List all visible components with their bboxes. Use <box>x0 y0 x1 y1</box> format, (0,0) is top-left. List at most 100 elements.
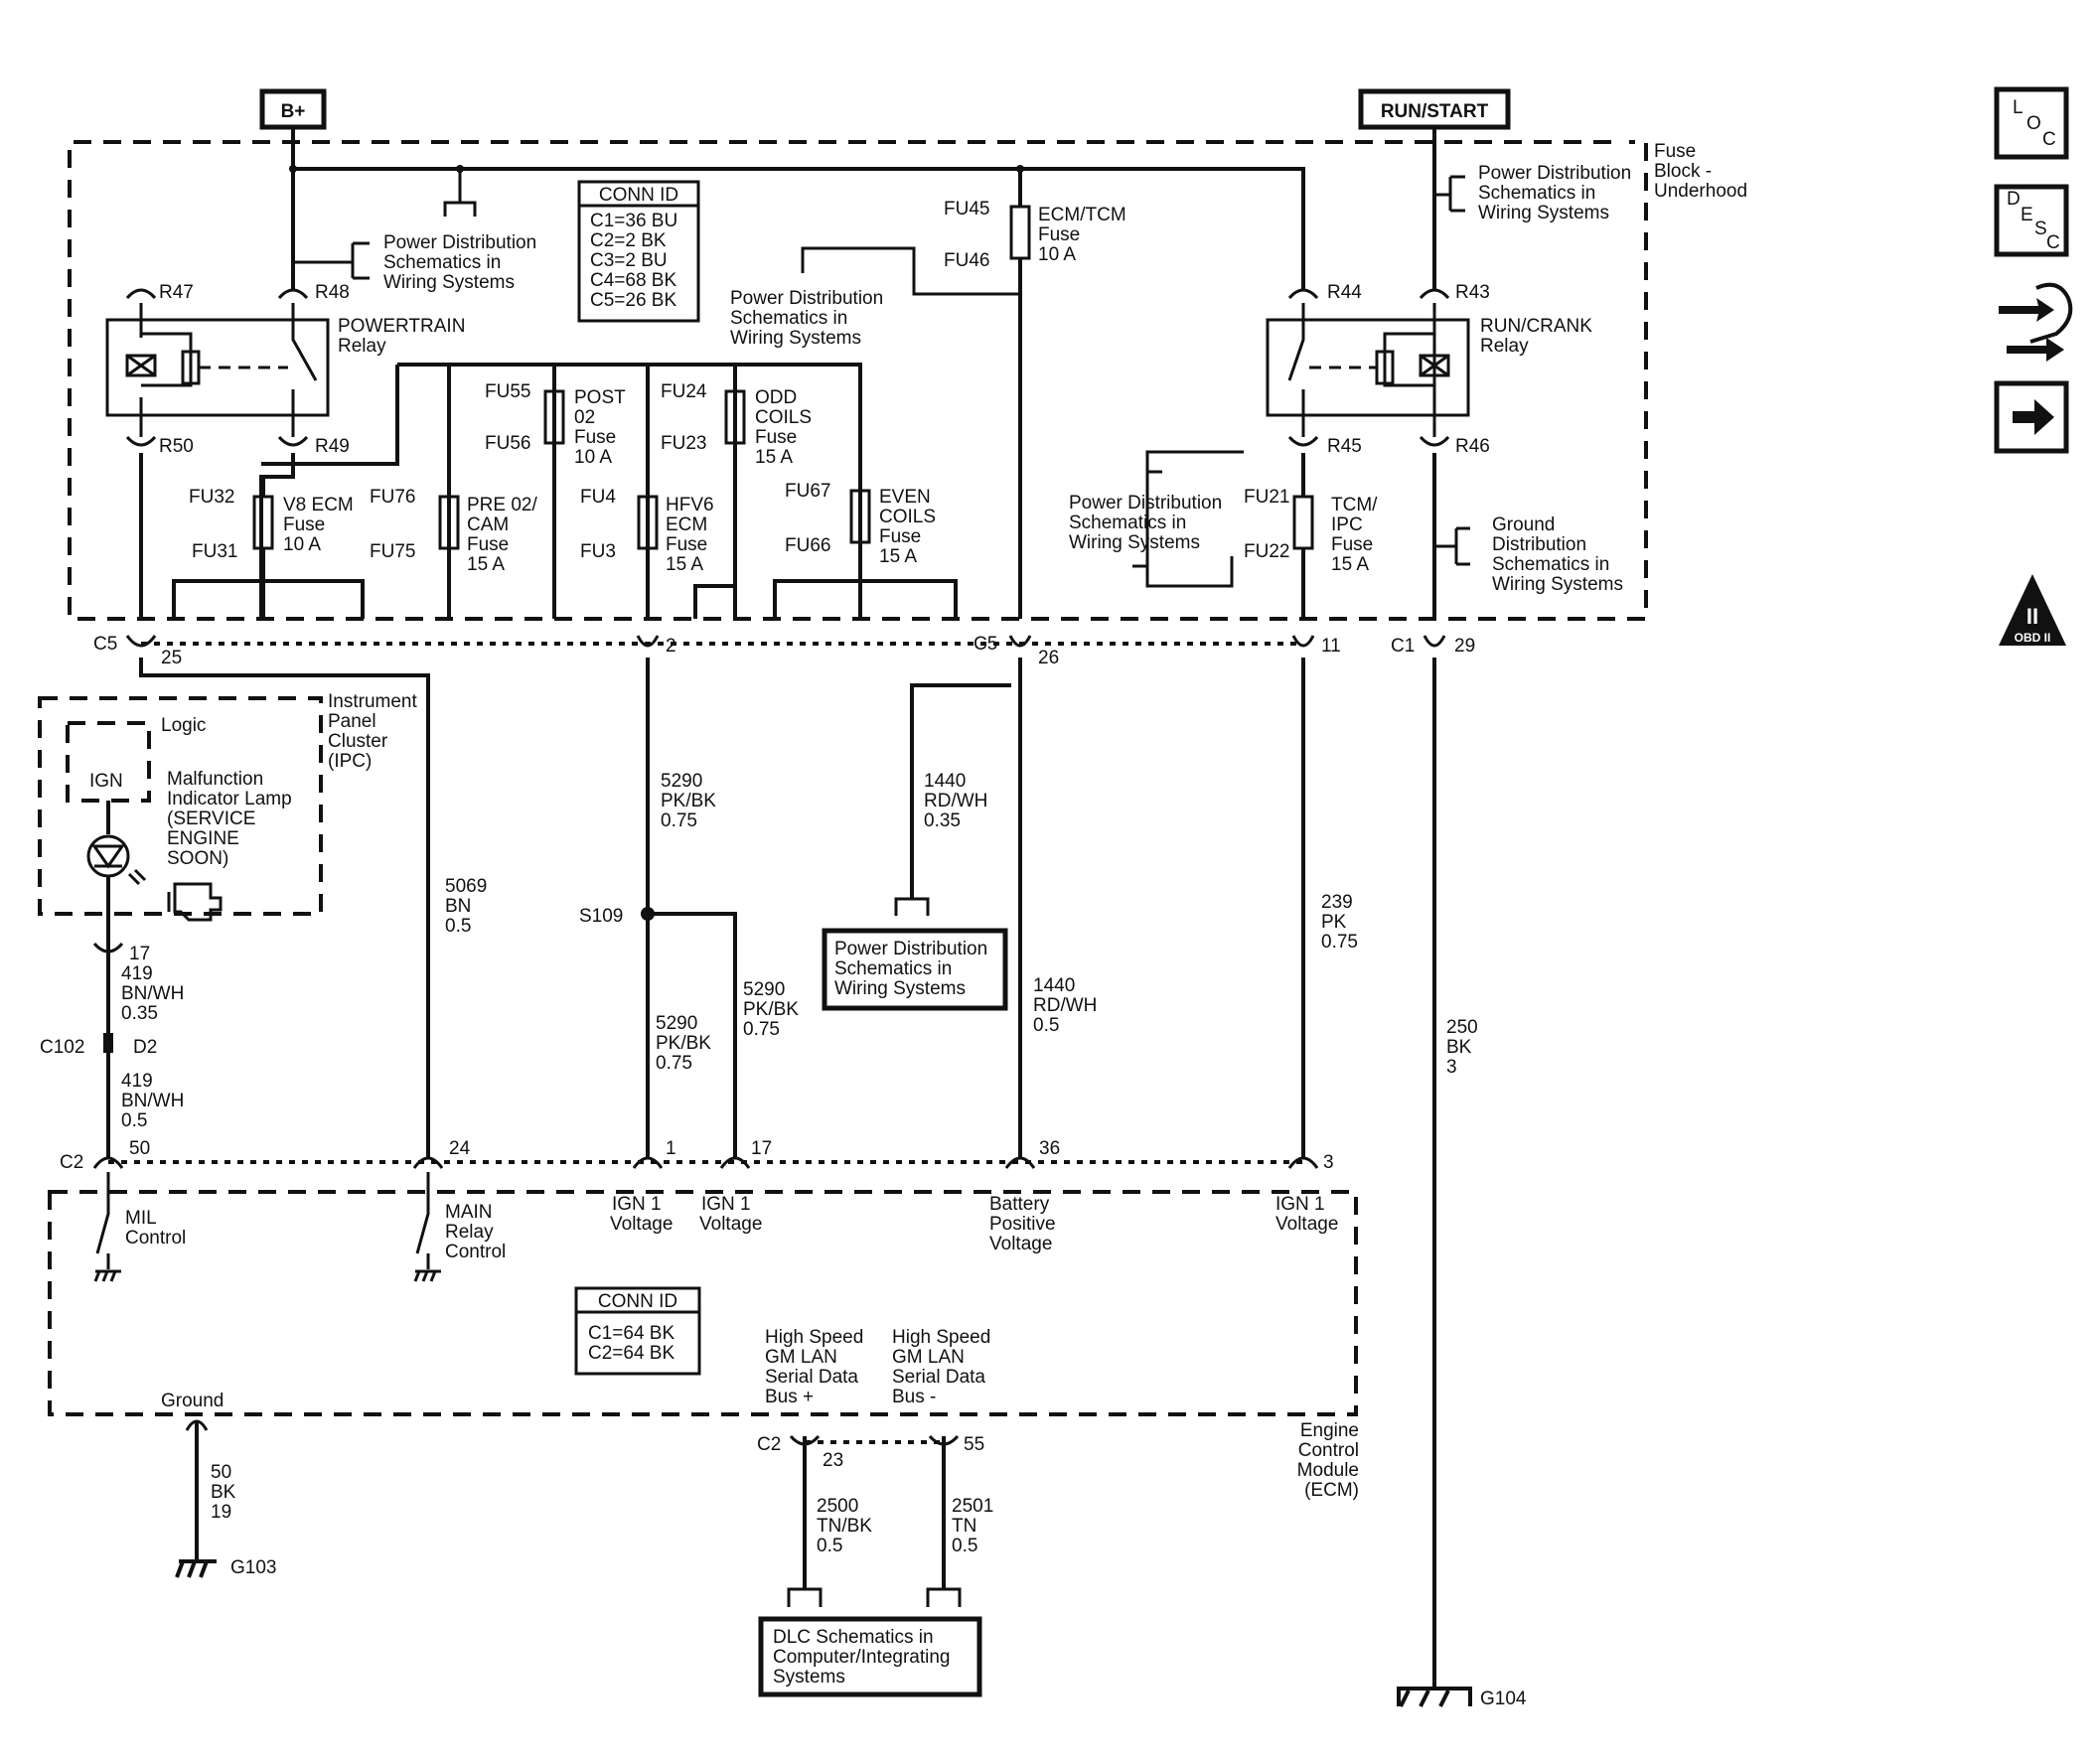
svg-text:COILS: COILS <box>879 507 936 527</box>
svg-text:C5: C5 <box>93 634 117 655</box>
svg-text:D: D <box>2007 189 2021 210</box>
svg-text:Schematics in: Schematics in <box>1478 183 1595 204</box>
svg-text:G103: G103 <box>230 1557 276 1578</box>
svg-text:Voltage: Voltage <box>699 1214 762 1235</box>
svg-text:Wiring Systems: Wiring Systems <box>1069 532 1200 553</box>
obd-ii-icon[interactable]: II OBD II <box>1999 574 2066 646</box>
lan-c2-pins: C2 23 55 <box>757 1434 984 1471</box>
svg-text:Fuse: Fuse <box>879 526 921 547</box>
svg-text:C2: C2 <box>757 1434 781 1455</box>
svg-text:50: 50 <box>129 1138 150 1159</box>
svg-text:10 A: 10 A <box>283 534 321 555</box>
svg-text:High Speed: High Speed <box>892 1327 990 1348</box>
svg-text:PK/BK: PK/BK <box>743 999 799 1020</box>
svg-text:1440: 1440 <box>1033 975 1075 996</box>
svg-text:R49: R49 <box>315 436 350 457</box>
svg-text:02: 02 <box>574 407 595 428</box>
svg-text:V8 ECM: V8 ECM <box>283 495 354 515</box>
svg-text:Schematics in: Schematics in <box>730 308 847 329</box>
svg-text:Voltage: Voltage <box>1275 1214 1338 1235</box>
svg-text:ODD: ODD <box>755 387 797 408</box>
svg-text:C1=36 BU: C1=36 BU <box>590 211 677 231</box>
svg-text:19: 19 <box>211 1502 231 1523</box>
svg-text:Schematics in: Schematics in <box>1492 554 1609 575</box>
fuse-even-coils: FU67 FU66 EVEN COILS Fuse 15 A <box>773 481 958 619</box>
svg-text:RUN/CRANK: RUN/CRANK <box>1480 316 1592 337</box>
svg-text:0.5: 0.5 <box>445 916 471 937</box>
svg-text:BN: BN <box>445 896 471 917</box>
svg-text:R48: R48 <box>315 282 350 303</box>
lan-minus-label: High Speed GM LAN Serial Data Bus - <box>892 1327 990 1407</box>
svg-text:0.35: 0.35 <box>121 1003 158 1024</box>
svg-text:BN/WH: BN/WH <box>121 983 184 1004</box>
svg-text:Underhood: Underhood <box>1654 181 1747 202</box>
splice-s109-label: S109 <box>579 906 623 927</box>
svg-text:Fuse: Fuse <box>1038 224 1080 245</box>
ecm-ground-label: Ground <box>161 1391 224 1411</box>
wire-5069-label: 5069 BN 0.5 <box>445 876 487 937</box>
svg-text:Fuse: Fuse <box>467 534 509 555</box>
svg-text:FU46: FU46 <box>944 250 989 271</box>
svg-text:Fuse: Fuse <box>283 514 325 535</box>
description-icon[interactable]: D E S C <box>1994 184 2069 257</box>
svg-text:0.75: 0.75 <box>661 810 697 831</box>
svg-text:Wiring Systems: Wiring Systems <box>383 272 515 293</box>
bplus-supply: B+ <box>259 88 327 130</box>
svg-text:Wiring Systems: Wiring Systems <box>730 328 861 349</box>
svg-text:23: 23 <box>823 1450 843 1471</box>
ecm-title: Engine Control Module (ECM) <box>1297 1420 1359 1501</box>
svg-text:1: 1 <box>666 1138 676 1159</box>
svg-text:C5: C5 <box>974 634 997 655</box>
svg-text:CAM: CAM <box>467 514 509 535</box>
ecm-ign1-c: IGN 1 Voltage <box>1275 1194 1338 1235</box>
svg-text:FU66: FU66 <box>785 535 830 556</box>
svg-text:10 A: 10 A <box>1038 244 1076 265</box>
location-icon[interactable]: L O C <box>1994 86 2069 160</box>
svg-text:0.75: 0.75 <box>1321 932 1358 953</box>
wire-5290-branch <box>648 912 737 1157</box>
svg-text:R50: R50 <box>159 436 194 457</box>
svg-text:EVEN: EVEN <box>879 487 931 508</box>
connector-end-view-icon[interactable] <box>1999 282 2073 362</box>
svg-text:Indicator Lamp: Indicator Lamp <box>167 789 292 809</box>
svg-text:Power Distribution: Power Distribution <box>1478 163 1631 184</box>
mil-lamp-icon <box>86 834 147 886</box>
arrow-right-icon[interactable] <box>1994 380 2069 454</box>
svg-text:Relay: Relay <box>338 336 386 357</box>
svg-text:MAIN: MAIN <box>445 1202 493 1223</box>
svg-text:CONN ID: CONN ID <box>598 1291 677 1312</box>
svg-text:RUN/START: RUN/START <box>1381 101 1489 122</box>
svg-text:POST: POST <box>574 387 626 408</box>
svg-text:BN/WH: BN/WH <box>121 1091 184 1111</box>
svg-text:(SERVICE: (SERVICE <box>167 808 255 829</box>
svg-text:C1: C1 <box>1391 636 1415 657</box>
svg-text:R45: R45 <box>1327 436 1362 457</box>
svg-text:R46: R46 <box>1455 436 1490 457</box>
svg-text:17: 17 <box>129 944 150 964</box>
svg-text:Control: Control <box>125 1228 186 1249</box>
pd-ref-text-1: Power Distribution Schematics in Wiring … <box>383 232 536 293</box>
svg-text:HFV6: HFV6 <box>666 495 714 515</box>
svg-text:5290: 5290 <box>661 771 702 792</box>
svg-text:10 A: 10 A <box>574 447 612 468</box>
svg-text:DLC Schematics in: DLC Schematics in <box>773 1627 934 1648</box>
svg-text:RD/WH: RD/WH <box>924 791 987 811</box>
ecm-ign1-a: IGN 1 Voltage <box>610 1194 673 1235</box>
run-crank-relay-label: RUN/CRANK Relay <box>1480 316 1592 357</box>
svg-text:Module: Module <box>1297 1460 1359 1481</box>
ecm-battery: Battery Positive Voltage <box>989 1194 1056 1254</box>
svg-text:O: O <box>2026 113 2041 134</box>
svg-text:15 A: 15 A <box>1331 554 1369 575</box>
c102-connector: C102 D2 <box>40 1037 157 1058</box>
svg-text:BK: BK <box>1446 1037 1472 1058</box>
svg-text:1440: 1440 <box>924 771 966 792</box>
svg-text:Schematics in: Schematics in <box>383 252 501 273</box>
svg-text:C: C <box>2046 232 2060 253</box>
svg-text:FU76: FU76 <box>370 487 415 508</box>
svg-text:0.5: 0.5 <box>121 1110 147 1131</box>
svg-text:Systems: Systems <box>773 1667 845 1688</box>
svg-text:55: 55 <box>964 1434 984 1455</box>
svg-text:0.5: 0.5 <box>1033 1015 1059 1036</box>
svg-text:B+: B+ <box>281 101 306 122</box>
svg-text:FU31: FU31 <box>192 541 237 562</box>
